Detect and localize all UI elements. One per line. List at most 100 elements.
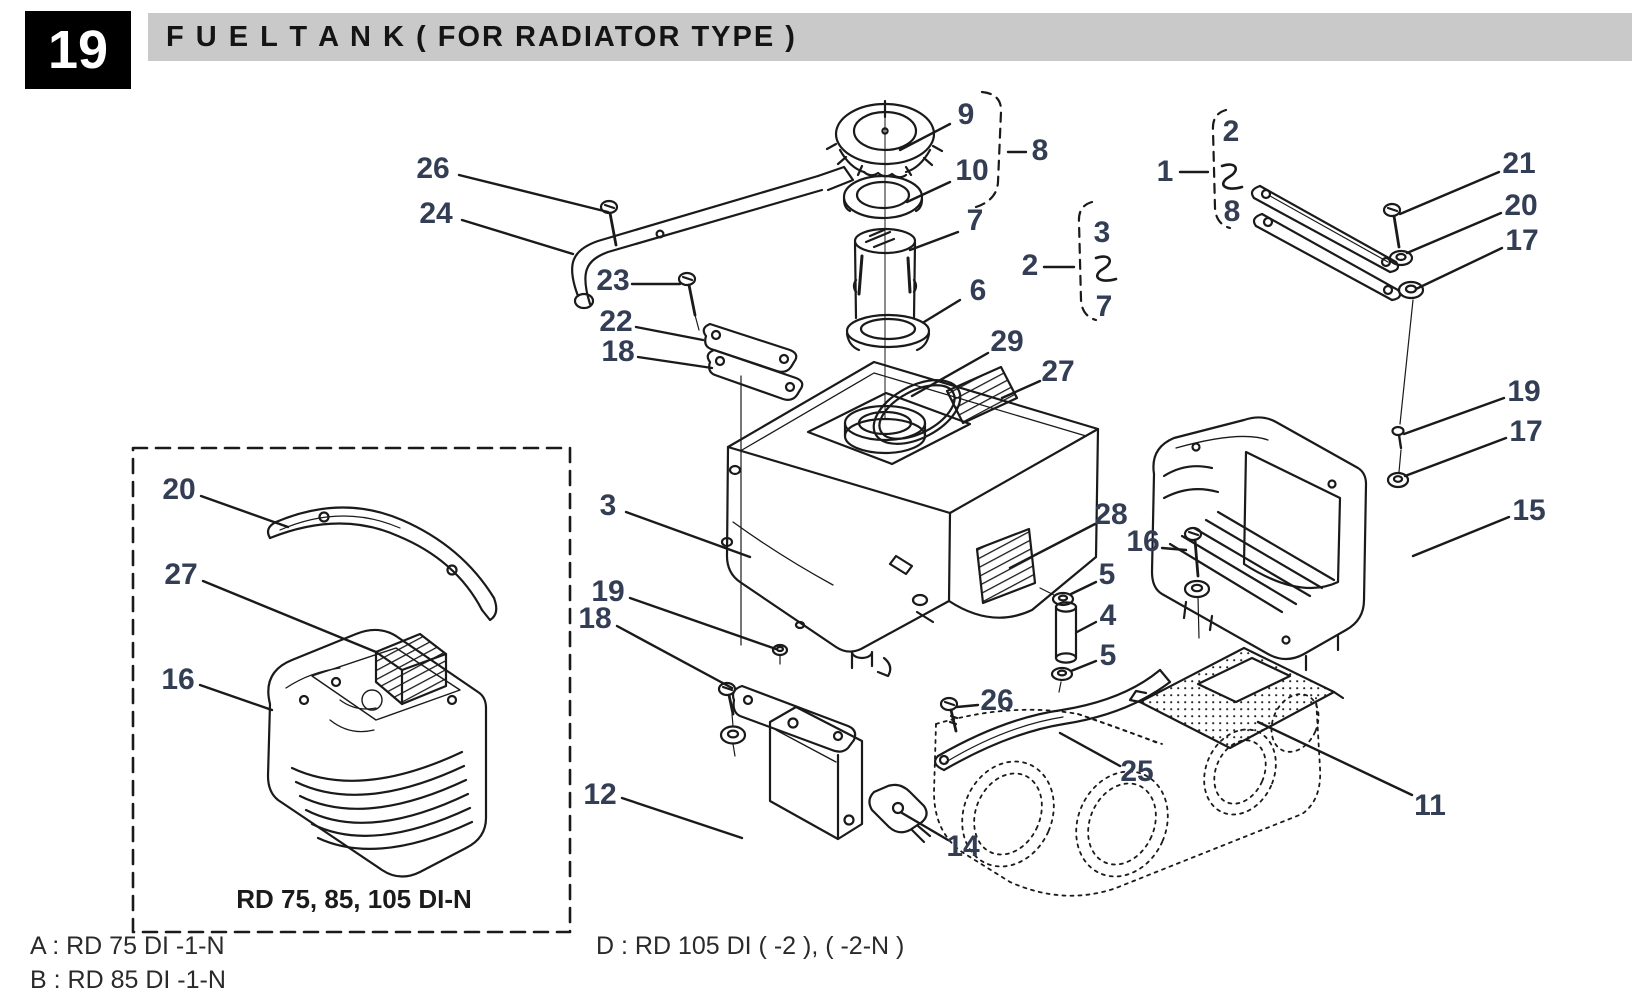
leader-line-6	[922, 298, 962, 324]
leader-line-9	[898, 122, 952, 152]
part-callout-18: 18	[601, 335, 634, 368]
fuel-pipe-4	[1039, 587, 1078, 693]
clip-symbol-group1	[1220, 163, 1244, 190]
part-callout-28: 28	[1094, 498, 1127, 531]
screw-26-bottom	[939, 696, 959, 733]
leader-line-27	[201, 579, 378, 654]
part-callout-2: 2	[1022, 249, 1039, 282]
crankcase-phantom	[933, 693, 1322, 897]
leader-line-26	[457, 173, 610, 214]
part-callout-5: 5	[1099, 558, 1116, 591]
variant-note-b: B : RD 85 DI -1-N	[30, 966, 226, 994]
leader-line-18	[636, 355, 714, 370]
part-callout-20: 20	[1504, 189, 1537, 222]
leader-line-27	[1000, 379, 1042, 400]
leader-line-19	[628, 596, 778, 651]
inset-housing-16	[266, 628, 488, 878]
leader-line-20	[199, 494, 290, 529]
bolt-16-middle	[1183, 526, 1211, 639]
inset-bracket-27	[374, 632, 448, 706]
part-callout-6: 6	[970, 274, 987, 307]
mount-bracket-12	[768, 705, 864, 841]
part-callout-17: 17	[1505, 224, 1538, 257]
leader-line-28	[1008, 522, 1097, 570]
strap-plate-18	[706, 348, 804, 401]
inset-strap-20	[266, 506, 498, 622]
chapter-number: 19	[47, 20, 109, 80]
vent-plate-27	[945, 365, 1019, 425]
washer-20	[1388, 249, 1414, 267]
leader-line-17	[1403, 436, 1508, 478]
filler-neck-7	[852, 227, 918, 320]
part-callout-10: 10	[955, 154, 988, 187]
leader-line-17	[1414, 246, 1504, 291]
leader-line-22	[634, 325, 705, 342]
part-callout-27: 27	[1041, 355, 1074, 388]
part-callout-2: 2	[1223, 115, 1240, 148]
hold-down-straps	[1250, 184, 1402, 302]
part-callout-24: 24	[419, 197, 453, 230]
leader-line-19	[1402, 396, 1506, 436]
leader-line-26	[955, 703, 980, 709]
inset-box	[131, 446, 572, 934]
part-callout-16: 16	[1126, 525, 1159, 558]
leader-line-12	[620, 796, 744, 840]
variant-note-d: D : RD 105 DI ( -2 ), ( -2-N )	[596, 932, 905, 960]
leader-line-15	[1411, 515, 1511, 558]
tank-housing-15	[1150, 416, 1368, 672]
part-callout-4: 4	[1100, 599, 1117, 632]
part-callout-16: 16	[161, 663, 194, 696]
leader-line-10	[905, 180, 952, 204]
leader-line-7	[908, 230, 960, 252]
bolt-21	[1382, 202, 1402, 249]
part-callout-9: 9	[958, 98, 975, 131]
part-callout-11: 11	[1414, 789, 1446, 822]
leader-line-20	[1405, 211, 1503, 255]
part-callout-21: 21	[1502, 147, 1535, 180]
part-callout-25: 25	[1120, 755, 1153, 788]
screw-washer-left	[717, 681, 747, 757]
part-callout-7: 7	[1096, 290, 1113, 323]
side-plate-28	[975, 527, 1037, 605]
leader-line-4	[1075, 620, 1098, 634]
part-callout-7: 7	[967, 204, 984, 237]
part-callout-1: 1	[1157, 155, 1174, 188]
variant-note-a: A : RD 75 DI -1-N	[30, 932, 225, 960]
group-bracket-8	[974, 90, 1003, 209]
group-bracket-2	[1077, 200, 1098, 322]
neck-ring-6	[845, 313, 931, 352]
part-callout-5: 5	[1100, 639, 1117, 672]
part-callout-23: 23	[596, 264, 629, 297]
leader-line-14	[900, 811, 950, 842]
leader-line-21	[1398, 170, 1501, 216]
heat-shield-11	[1128, 646, 1345, 750]
part-callout-3: 3	[600, 489, 617, 522]
part-callout-18: 18	[578, 602, 611, 635]
part-callout-20: 20	[162, 473, 195, 506]
part-callout-22: 22	[599, 305, 632, 338]
part-callout-19: 19	[591, 575, 624, 608]
tank-strap-top	[570, 165, 855, 310]
part-callout-15: 15	[1512, 494, 1545, 527]
part-callout-26: 26	[980, 684, 1013, 717]
leader-line-11	[1256, 720, 1414, 797]
part-callout-14: 14	[946, 830, 980, 863]
washer-17-lower	[1386, 449, 1410, 489]
leader-line-3	[624, 510, 752, 559]
part-callout-8: 8	[1032, 134, 1049, 167]
alignment-line-right	[1399, 299, 1414, 425]
part-callout-17: 17	[1509, 415, 1542, 448]
page-title: F U E L T A N K ( FOR RADIATOR TYPE )	[166, 20, 797, 53]
strap-plate-22	[702, 322, 798, 373]
leader-line-24	[460, 218, 575, 256]
leader-line-16	[198, 683, 274, 712]
part-callout-19: 19	[1507, 375, 1540, 408]
bolt-19-right	[1391, 425, 1405, 450]
hook-bracket-14	[868, 783, 932, 844]
leader-line-5	[1069, 580, 1098, 596]
leader-line-18	[615, 624, 734, 690]
leader-line-16	[1160, 546, 1188, 552]
leader-line-29	[910, 351, 990, 398]
screw-26-top	[599, 199, 619, 247]
